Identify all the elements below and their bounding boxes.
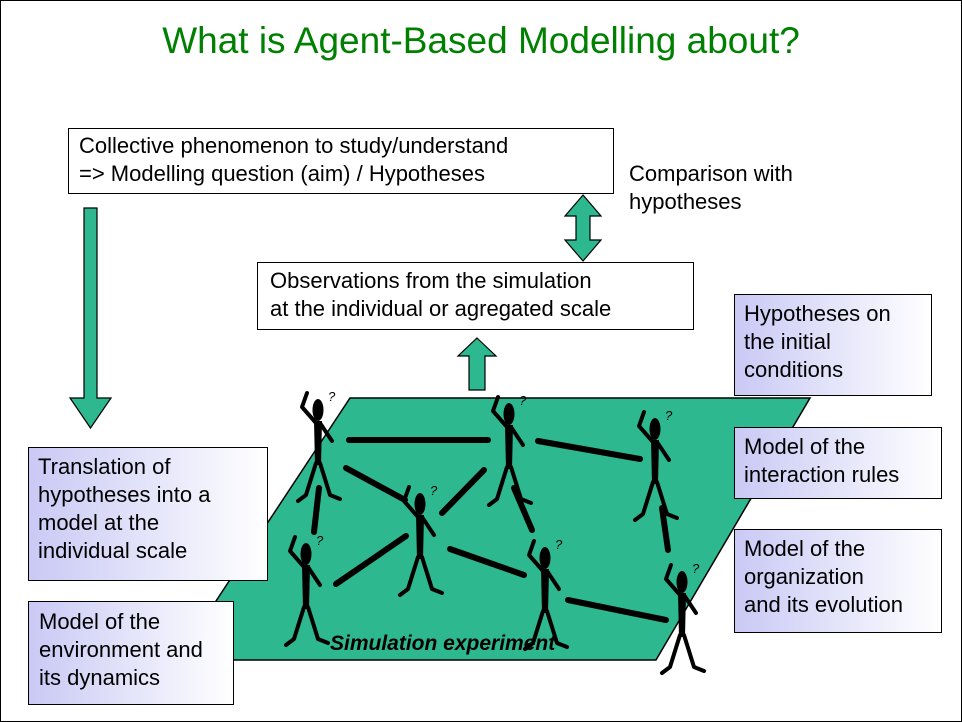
arrow-up-icon xyxy=(456,337,498,391)
observations-box: Observations from the simulation at the … xyxy=(257,262,694,330)
environment-line-2: environment and xyxy=(39,637,203,662)
organization-line-3: and its evolution xyxy=(744,592,903,617)
initial-conditions-box: Hypotheses on the initial conditions xyxy=(734,294,932,396)
organization-line-2: organization xyxy=(744,564,864,589)
organization-box: Model of the organization and its evolut… xyxy=(734,529,942,633)
interaction-links xyxy=(311,437,671,623)
comparison-text: Comparison with hypotheses xyxy=(629,160,793,216)
organization-line-1: Model of the xyxy=(744,536,866,561)
phenomenon-line-1: Collective phenomenon to study/understan… xyxy=(79,133,509,158)
interaction-line-1: Model of the xyxy=(744,434,866,459)
phenomenon-line-2: => Modelling question (aim) / Hypotheses xyxy=(79,161,485,186)
slide-title: What is Agent-Based Modelling about? xyxy=(162,20,800,61)
environment-box: Model of the environment and its dynamic… xyxy=(28,601,234,705)
double-arrow-icon xyxy=(563,194,603,262)
translation-box: Translation of hypotheses into a model a… xyxy=(28,447,268,581)
environment-line-1: Model of the xyxy=(39,609,161,634)
environment-line-3: its dynamics xyxy=(39,665,161,690)
interaction-line-2: interaction rules xyxy=(744,462,900,487)
observations-line-1: Observations from the simulation xyxy=(270,268,592,293)
comparison-line-2: hypotheses xyxy=(629,189,742,214)
translation-line-4: individual scale xyxy=(38,538,188,563)
arrow-down-icon xyxy=(68,207,113,430)
interaction-rules-box: Model of the interaction rules xyxy=(734,427,942,499)
translation-line-3: model at the xyxy=(38,510,160,535)
comparison-line-1: Comparison with xyxy=(629,161,793,186)
observations-line-2: at the individual or agregated scale xyxy=(270,296,612,321)
translation-line-1: Translation of xyxy=(38,454,171,479)
initial-line-1: Hypotheses on xyxy=(744,301,891,326)
phenomenon-box: Collective phenomenon to study/understan… xyxy=(68,128,614,194)
initial-line-2: the initial xyxy=(744,329,831,354)
translation-line-2: hypotheses into a xyxy=(38,482,211,507)
initial-line-3: conditions xyxy=(744,357,844,382)
simulation-experiment-label: Simulation experiment xyxy=(330,632,556,655)
